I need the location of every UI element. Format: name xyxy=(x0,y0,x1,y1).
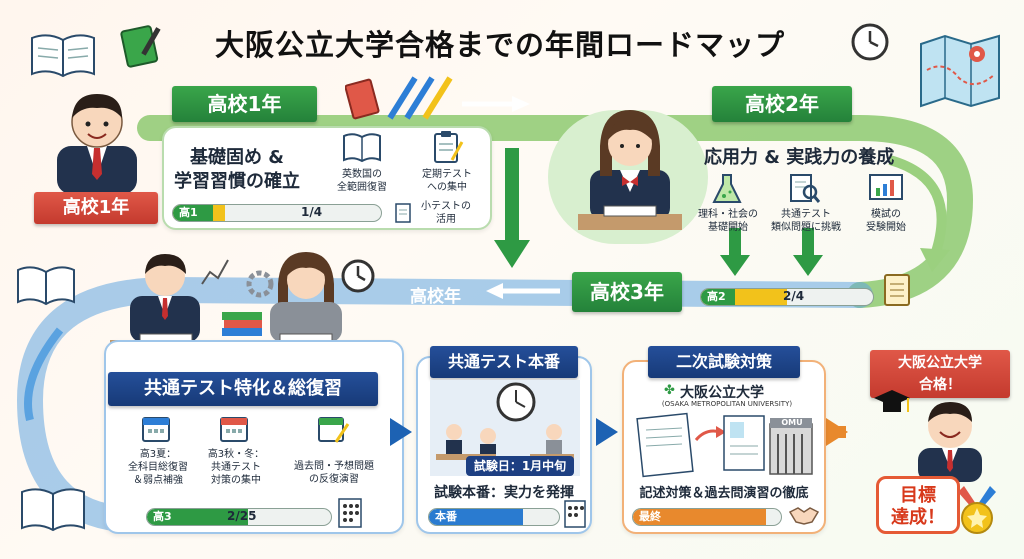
year3-progress-value: 2/25 xyxy=(227,509,257,523)
goal-box-line1: 目標 xyxy=(900,485,936,506)
flow-chevron-3-stem xyxy=(826,426,846,438)
documents-gate-illustration xyxy=(636,412,813,478)
year3-item-1-line1: 高3夏： xyxy=(139,449,177,460)
exam-ribbon: 共通テスト本番 xyxy=(430,346,578,378)
textbook-icon xyxy=(343,133,381,163)
year2-progress-label-bg xyxy=(701,289,735,305)
year1-progress-value: 1/4 xyxy=(301,205,323,219)
second-progress-fill xyxy=(633,509,767,525)
student-boy-avatar xyxy=(57,94,137,194)
year3-item-2-line3: 対策の集中 xyxy=(211,475,261,486)
year2-item-2-line1: 共通テスト xyxy=(781,209,831,220)
year2-card: 応用力 & 実践力の養成 理科・社会の 基礎開始 共通テスト 類似問題に挑戦 模… xyxy=(684,132,944,250)
chart-board-icon xyxy=(869,174,903,200)
year3-item-2-line1: 高3秋・冬： xyxy=(207,449,265,460)
year1-progress-label-bg xyxy=(173,205,213,221)
second-progress-bar: 最終 xyxy=(632,508,782,526)
magnifier-document-icon xyxy=(790,174,821,203)
year1-heading-line1: 基礎固め & xyxy=(190,147,284,168)
quiz-sheet-icon xyxy=(395,203,411,223)
year1-badge: 高校1年 xyxy=(34,192,158,224)
year2-item-3-line1: 模試の xyxy=(871,209,901,220)
year1-item-1-line1: 英数国の xyxy=(342,169,382,180)
year1-progress-bar: 高1 1/4 xyxy=(172,204,382,222)
exam-caption: 試験本番：実力を発揮 xyxy=(434,485,574,501)
year2-item-1-line2: 基礎開始 xyxy=(708,222,748,233)
map-icon xyxy=(920,34,1000,108)
year2-progress-label: 高2 xyxy=(707,290,726,303)
year1-item-2-line1: 定期テスト xyxy=(422,169,472,180)
goal-ribbon-line1: 大阪公立大学 xyxy=(898,355,982,371)
notepad-icon xyxy=(884,274,910,306)
year1-item-2-line2: への集中 xyxy=(427,182,467,193)
year1-progress-label: 高1 xyxy=(179,206,198,219)
year1-ribbon: 高校1年 xyxy=(172,86,317,122)
page-title: 大阪公立大学合格までの年間ロードマップ xyxy=(215,28,786,62)
calendar-icon xyxy=(142,417,170,442)
handshake-icon xyxy=(788,507,820,525)
second-caption: 記述対策＆過去問演習の徹底 xyxy=(639,486,809,501)
year2-item-1-line1: 理科・社会の xyxy=(698,209,758,220)
year3-phase-ribbon: 共通テスト特化＆総復習 xyxy=(108,372,378,406)
year3-ribbon: 高校3年 xyxy=(572,272,682,312)
year1-heading-line2: 学習習慣の確立 xyxy=(174,171,300,192)
year2-heading: 応用力 & 実践力の養成 xyxy=(704,147,895,168)
calendar-icon-2 xyxy=(220,417,248,442)
clover-icon: ✤ xyxy=(664,383,675,398)
open-book-icon xyxy=(31,34,95,78)
flask-icon xyxy=(712,174,742,203)
year2-item-2-line2: 類似問題に挑戦 xyxy=(771,222,841,233)
year1-card: 基礎固め & 学習習慣の確立 英数国の 全範囲復習 定期テスト への集中 小テス… xyxy=(162,126,492,230)
clock-icon-2 xyxy=(341,259,375,293)
second-gate-text: OMU xyxy=(781,418,803,427)
year1-item-3-line1: 小テストの xyxy=(421,201,471,212)
student-girl-avatar xyxy=(578,110,682,230)
goal-ribbon-line2: 合格！ xyxy=(919,377,961,393)
exam-progress-label: 本番 xyxy=(435,510,457,523)
calendar-pencil-icon xyxy=(318,417,350,443)
year2-progress-bar: 高2 2/4 xyxy=(700,288,874,306)
medal-icon xyxy=(958,486,996,534)
exam-progress-bar: 本番 xyxy=(428,508,560,526)
year2-item-3-line2: 受験開始 xyxy=(866,222,906,233)
year3-item-1-line2: 全科目総復習 xyxy=(128,462,188,473)
goal-box: 目標 達成！ xyxy=(876,476,960,534)
goal-ribbon: 大阪公立大学 合格！ xyxy=(870,350,1010,398)
year3-arrow-text: 高校年 xyxy=(410,287,461,307)
open-book-icon-3 xyxy=(21,488,85,532)
second-progress-label: 最終 xyxy=(639,510,661,523)
year1-item-3-line2: 活用 xyxy=(436,214,456,225)
year3-item-2-line2: 共通テスト xyxy=(211,462,261,473)
flow-chevron-1 xyxy=(390,418,412,446)
exam-date-badge: 試験日：1月中旬 xyxy=(466,456,574,476)
year2-progress-value: 2/4 xyxy=(783,289,805,303)
year3-item-3-line1: 過去問・予想問題 xyxy=(294,461,374,472)
year3-progress-bar: 高3 2/25 xyxy=(146,508,332,526)
answer-sheet-icon-2 xyxy=(564,500,586,528)
students-studying-illustration xyxy=(110,252,390,356)
flow-chevron-2 xyxy=(596,418,618,446)
clipboard-icon xyxy=(434,131,464,163)
year3-progress-label: 高3 xyxy=(153,510,172,523)
year1-item-1-line2: 全範囲復習 xyxy=(337,182,387,193)
graduate-avatar xyxy=(918,402,982,482)
goal-box-line2: 達成！ xyxy=(891,507,945,528)
year3-item-3-line2: の反復演習 xyxy=(309,474,359,485)
clock-icon xyxy=(851,23,889,61)
pencils-icon xyxy=(345,76,453,120)
year3-progress-fill xyxy=(147,509,249,525)
graduation-cap-icon xyxy=(874,390,910,412)
second-ribbon: 二次試験対策 xyxy=(648,346,800,378)
notebook-icon xyxy=(120,25,161,68)
year2-ribbon: 高校2年 xyxy=(712,86,852,122)
year3-item-1-line3: ＆弱点補強 xyxy=(133,475,183,486)
open-book-icon-2 xyxy=(17,266,75,306)
exam-progress-fill xyxy=(429,509,523,525)
answer-sheet-icon xyxy=(338,498,362,528)
second-uni-en: (OSAKA METROPOLITAN UNIVERSITY) xyxy=(661,400,793,408)
second-uni-name: 大阪公立大学 xyxy=(680,385,764,401)
